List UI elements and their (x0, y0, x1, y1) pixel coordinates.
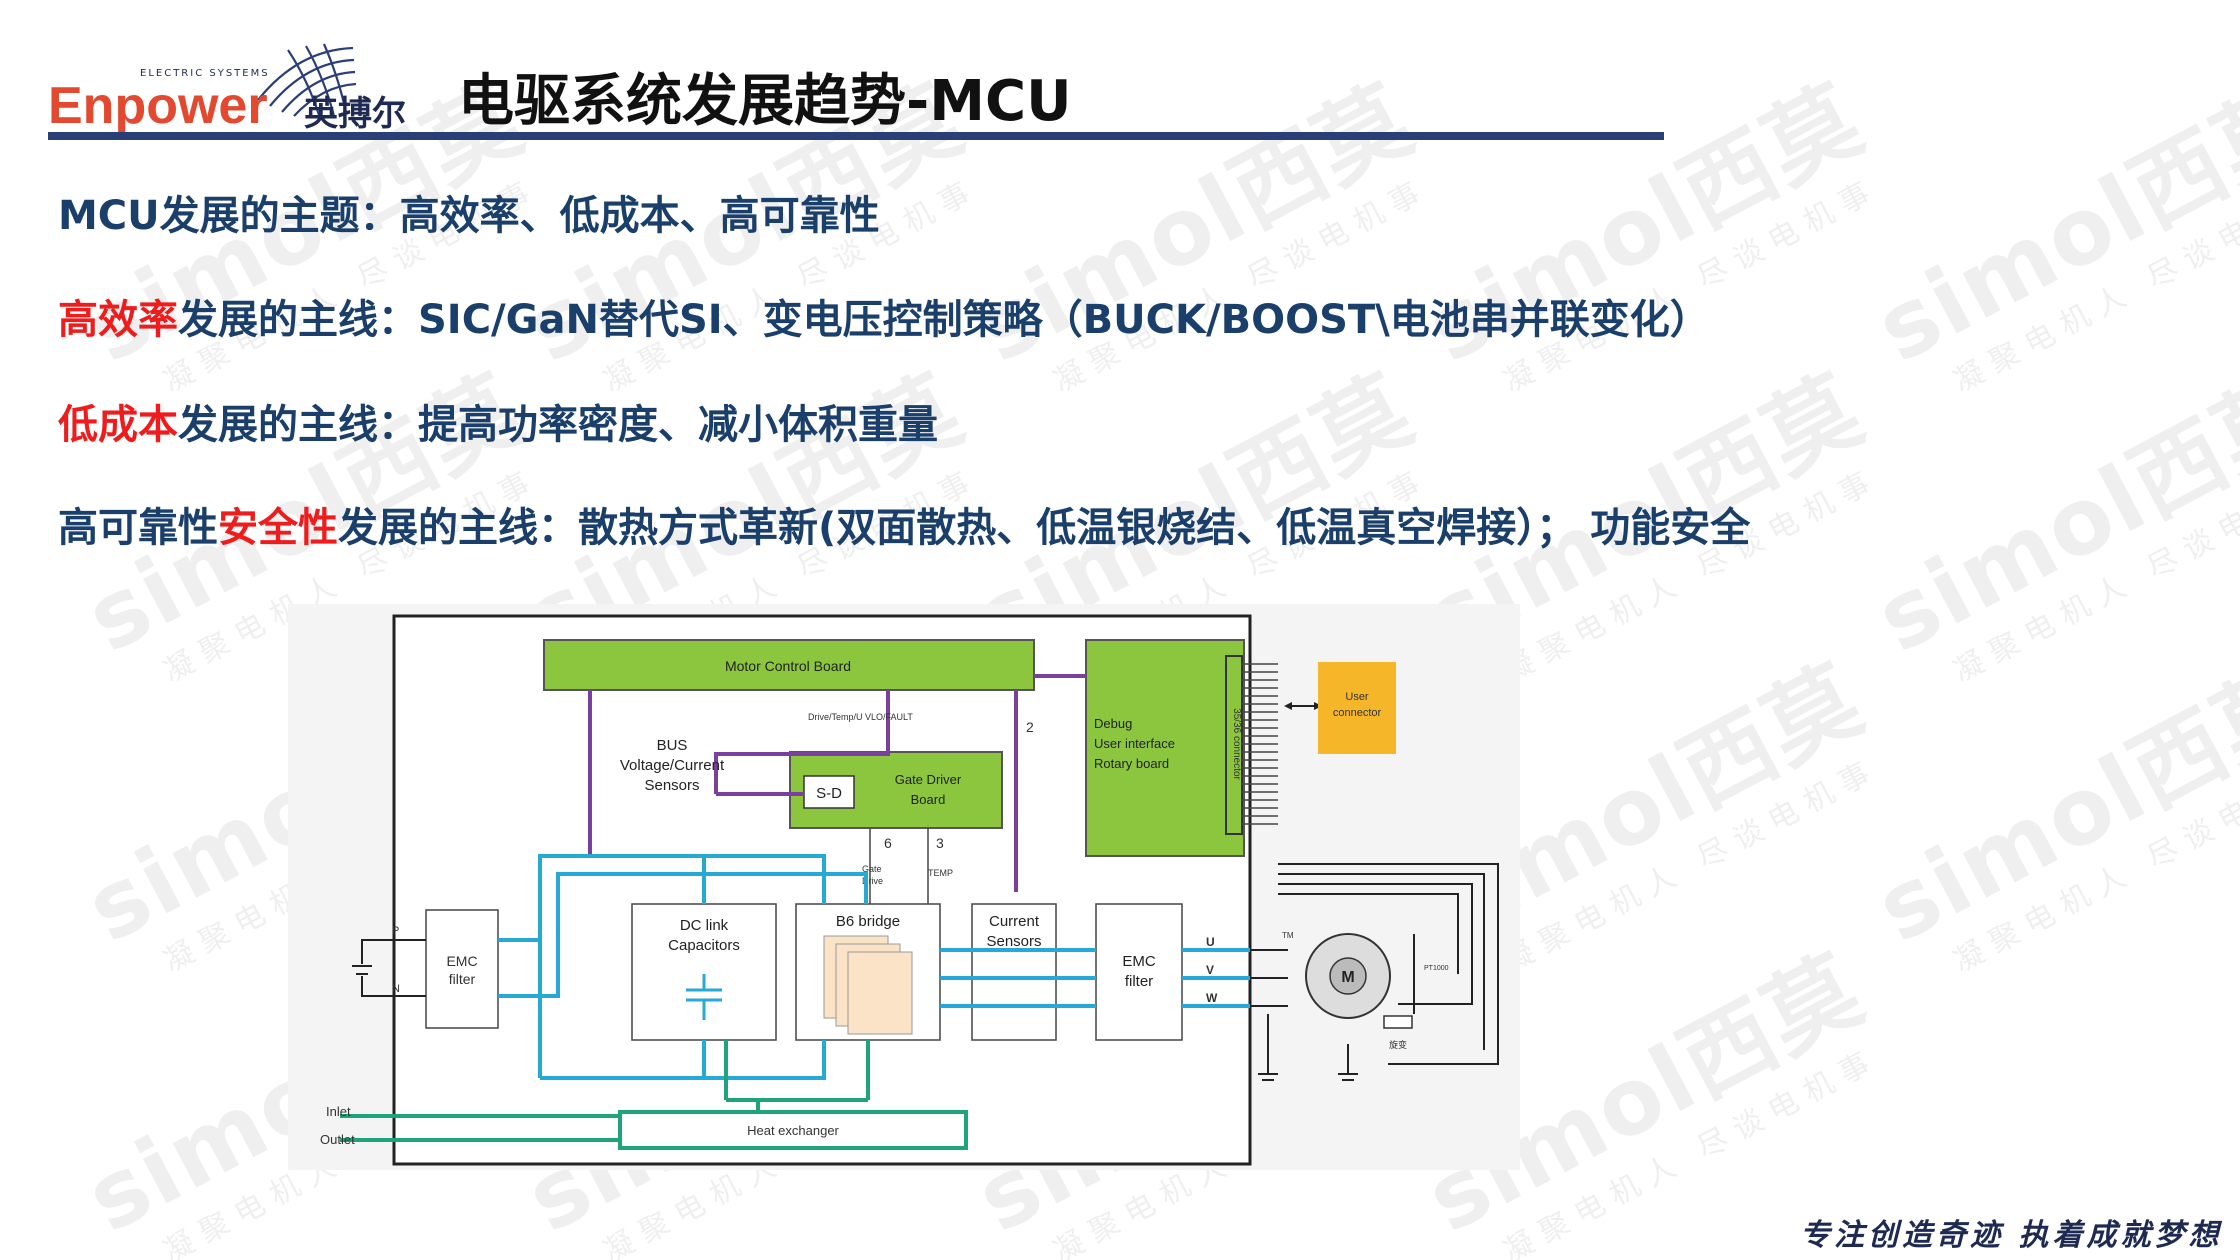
heat-exchanger-block (618, 1110, 968, 1150)
connector-pins (1242, 663, 1278, 825)
diagram-canvas: Motor Control Board Debug User interface… (320, 614, 1499, 1166)
watermark: simol西莫凝聚电机人 尽谈电机事 (1409, 65, 1885, 400)
emc-filter-label: filter (1125, 973, 1153, 990)
tm-label: TM (1282, 931, 1294, 940)
footer-slogan: 专注创造奇迹 执着成就梦想 (1800, 1218, 2223, 1253)
dc-link-label: DC link (680, 917, 729, 934)
battery-p-label: P (392, 925, 399, 937)
resolver-icon (1383, 1015, 1413, 1029)
power-bus-lines (498, 854, 1250, 1080)
sd-block (803, 775, 855, 809)
num-6-label: 6 (884, 835, 892, 851)
emc-filter-label: EMC (446, 953, 477, 969)
phase-u-label: U (1206, 935, 1215, 949)
heat-exchanger-label: Heat exchanger (747, 1123, 839, 1138)
control-signal-lines (588, 674, 1086, 892)
line-text: 发展的主线：SIC/GaN替代SI、变电压控制策略（BUCK/BOOST\电池串… (178, 297, 1710, 343)
emc-filter-label: EMC (1122, 953, 1156, 970)
gate-drive-label: Gate (862, 864, 882, 874)
emc-filter-output-block (1095, 903, 1183, 1041)
line-highlight: 高效率 (58, 297, 178, 343)
num-3-label: 3 (936, 835, 944, 851)
user-connector-label: connector (1333, 707, 1382, 719)
emc-filter-label: filter (449, 971, 476, 987)
connector-strip (1225, 655, 1243, 835)
capacitor-icon (686, 974, 722, 1020)
motor-label: M (1341, 969, 1354, 986)
theme-line: MCU发展的主题：高效率、低成本、高可靠性 (58, 183, 880, 241)
phase-v-label: V (1206, 963, 1214, 977)
current-sensors-label: Sensors (986, 933, 1041, 950)
current-sensors-block (971, 903, 1057, 1041)
watermark: simol西莫凝聚电机人 尽谈电机事 (1859, 645, 2240, 980)
coolant-lines (340, 1040, 870, 1142)
ground-icon (1258, 1073, 1358, 1081)
pt1000-label: PT1000 (1424, 965, 1449, 972)
logo-tagline: ELECTRIC SYSTEMS (140, 68, 270, 79)
temp-label: TEMP (928, 868, 953, 878)
inlet-label: Inlet (326, 1104, 351, 1119)
motor-control-board-block (543, 639, 1035, 691)
debug-label: Rotary board (1094, 756, 1169, 771)
debug-label: Debug (1094, 716, 1132, 731)
enpower-logo: ELECTRIC SYSTEMS Enpower 英搏尔 (48, 40, 408, 135)
emc-filter-input-block (425, 909, 499, 1029)
resolver-label: 旋变 (1389, 1039, 1407, 1050)
logo-wordmark: Enpower (48, 77, 268, 135)
line-text: MCU发展的主题：高效率、低成本、高可靠性 (58, 193, 880, 239)
reliability-line: 高可靠性安全性发展的主线：散热方式革新(双面散热、低温银烧结、低温真空焊接）； … (58, 495, 1750, 553)
gate-driver-label: Gate Driver (895, 772, 962, 787)
logo-chinese: 英搏尔 (304, 94, 406, 134)
bus-sensors-label: Voltage/Current (620, 757, 725, 774)
line-highlight: 低成本 (58, 402, 178, 448)
sd-label: S-D (816, 785, 842, 802)
line-highlight: 安全性 (218, 505, 338, 551)
motor-wires (1250, 863, 1499, 1074)
bus-sensors-label: BUS (657, 737, 688, 754)
num-2-label: 2 (1026, 719, 1034, 735)
signals-label: Drive/Temp/U VLO/FAULT (808, 712, 913, 722)
battery-icon (352, 939, 426, 997)
mcu-block-diagram: Motor Control Board Debug User interface… (288, 604, 1520, 1170)
user-connector-label: User (1345, 691, 1369, 703)
watermark: simol西莫凝聚电机人 尽谈电机事 (1859, 355, 2240, 690)
watermark: simol西莫凝聚电机人 尽谈电机事 (1859, 65, 2240, 400)
b6-bridge-label: B6 bridge (836, 913, 900, 930)
current-sensors-label: Current (989, 913, 1040, 930)
gate-drive-label: Drive (862, 876, 883, 886)
globe-logo-icon (257, 43, 357, 119)
outlet-label: Outlet (320, 1132, 355, 1147)
line-text: 发展的主线：提高功率密度、减小体积重量 (178, 402, 938, 448)
debug-board-block (1085, 639, 1245, 857)
debug-label: User interface (1094, 736, 1175, 751)
battery-n-label: N (392, 983, 400, 995)
dc-link-label: Capacitors (668, 937, 740, 954)
efficiency-line: 高效率发展的主线：SIC/GaN替代SI、变电压控制策略（BUCK/BOOST\… (58, 287, 1710, 345)
user-connector-block (1318, 662, 1396, 754)
gate-driver-label: Board (911, 792, 946, 807)
connector-label: 35/36 connector (1231, 708, 1242, 780)
title-divider (48, 132, 1664, 140)
phase-w-label: W (1206, 991, 1218, 1005)
bus-sensors-label: Sensors (644, 777, 699, 794)
motor-control-board-label: Motor Control Board (725, 658, 851, 674)
line-prefix: 高可靠性 (58, 505, 218, 551)
line-text: 发展的主线：散热方式革新(双面散热、低温银烧结、低温真空焊接）； 功能安全 (338, 505, 1751, 551)
page-title: 电驱系统发展趋势-MCU (458, 69, 1072, 134)
cost-line: 低成本发展的主线：提高功率密度、减小体积重量 (58, 392, 938, 450)
